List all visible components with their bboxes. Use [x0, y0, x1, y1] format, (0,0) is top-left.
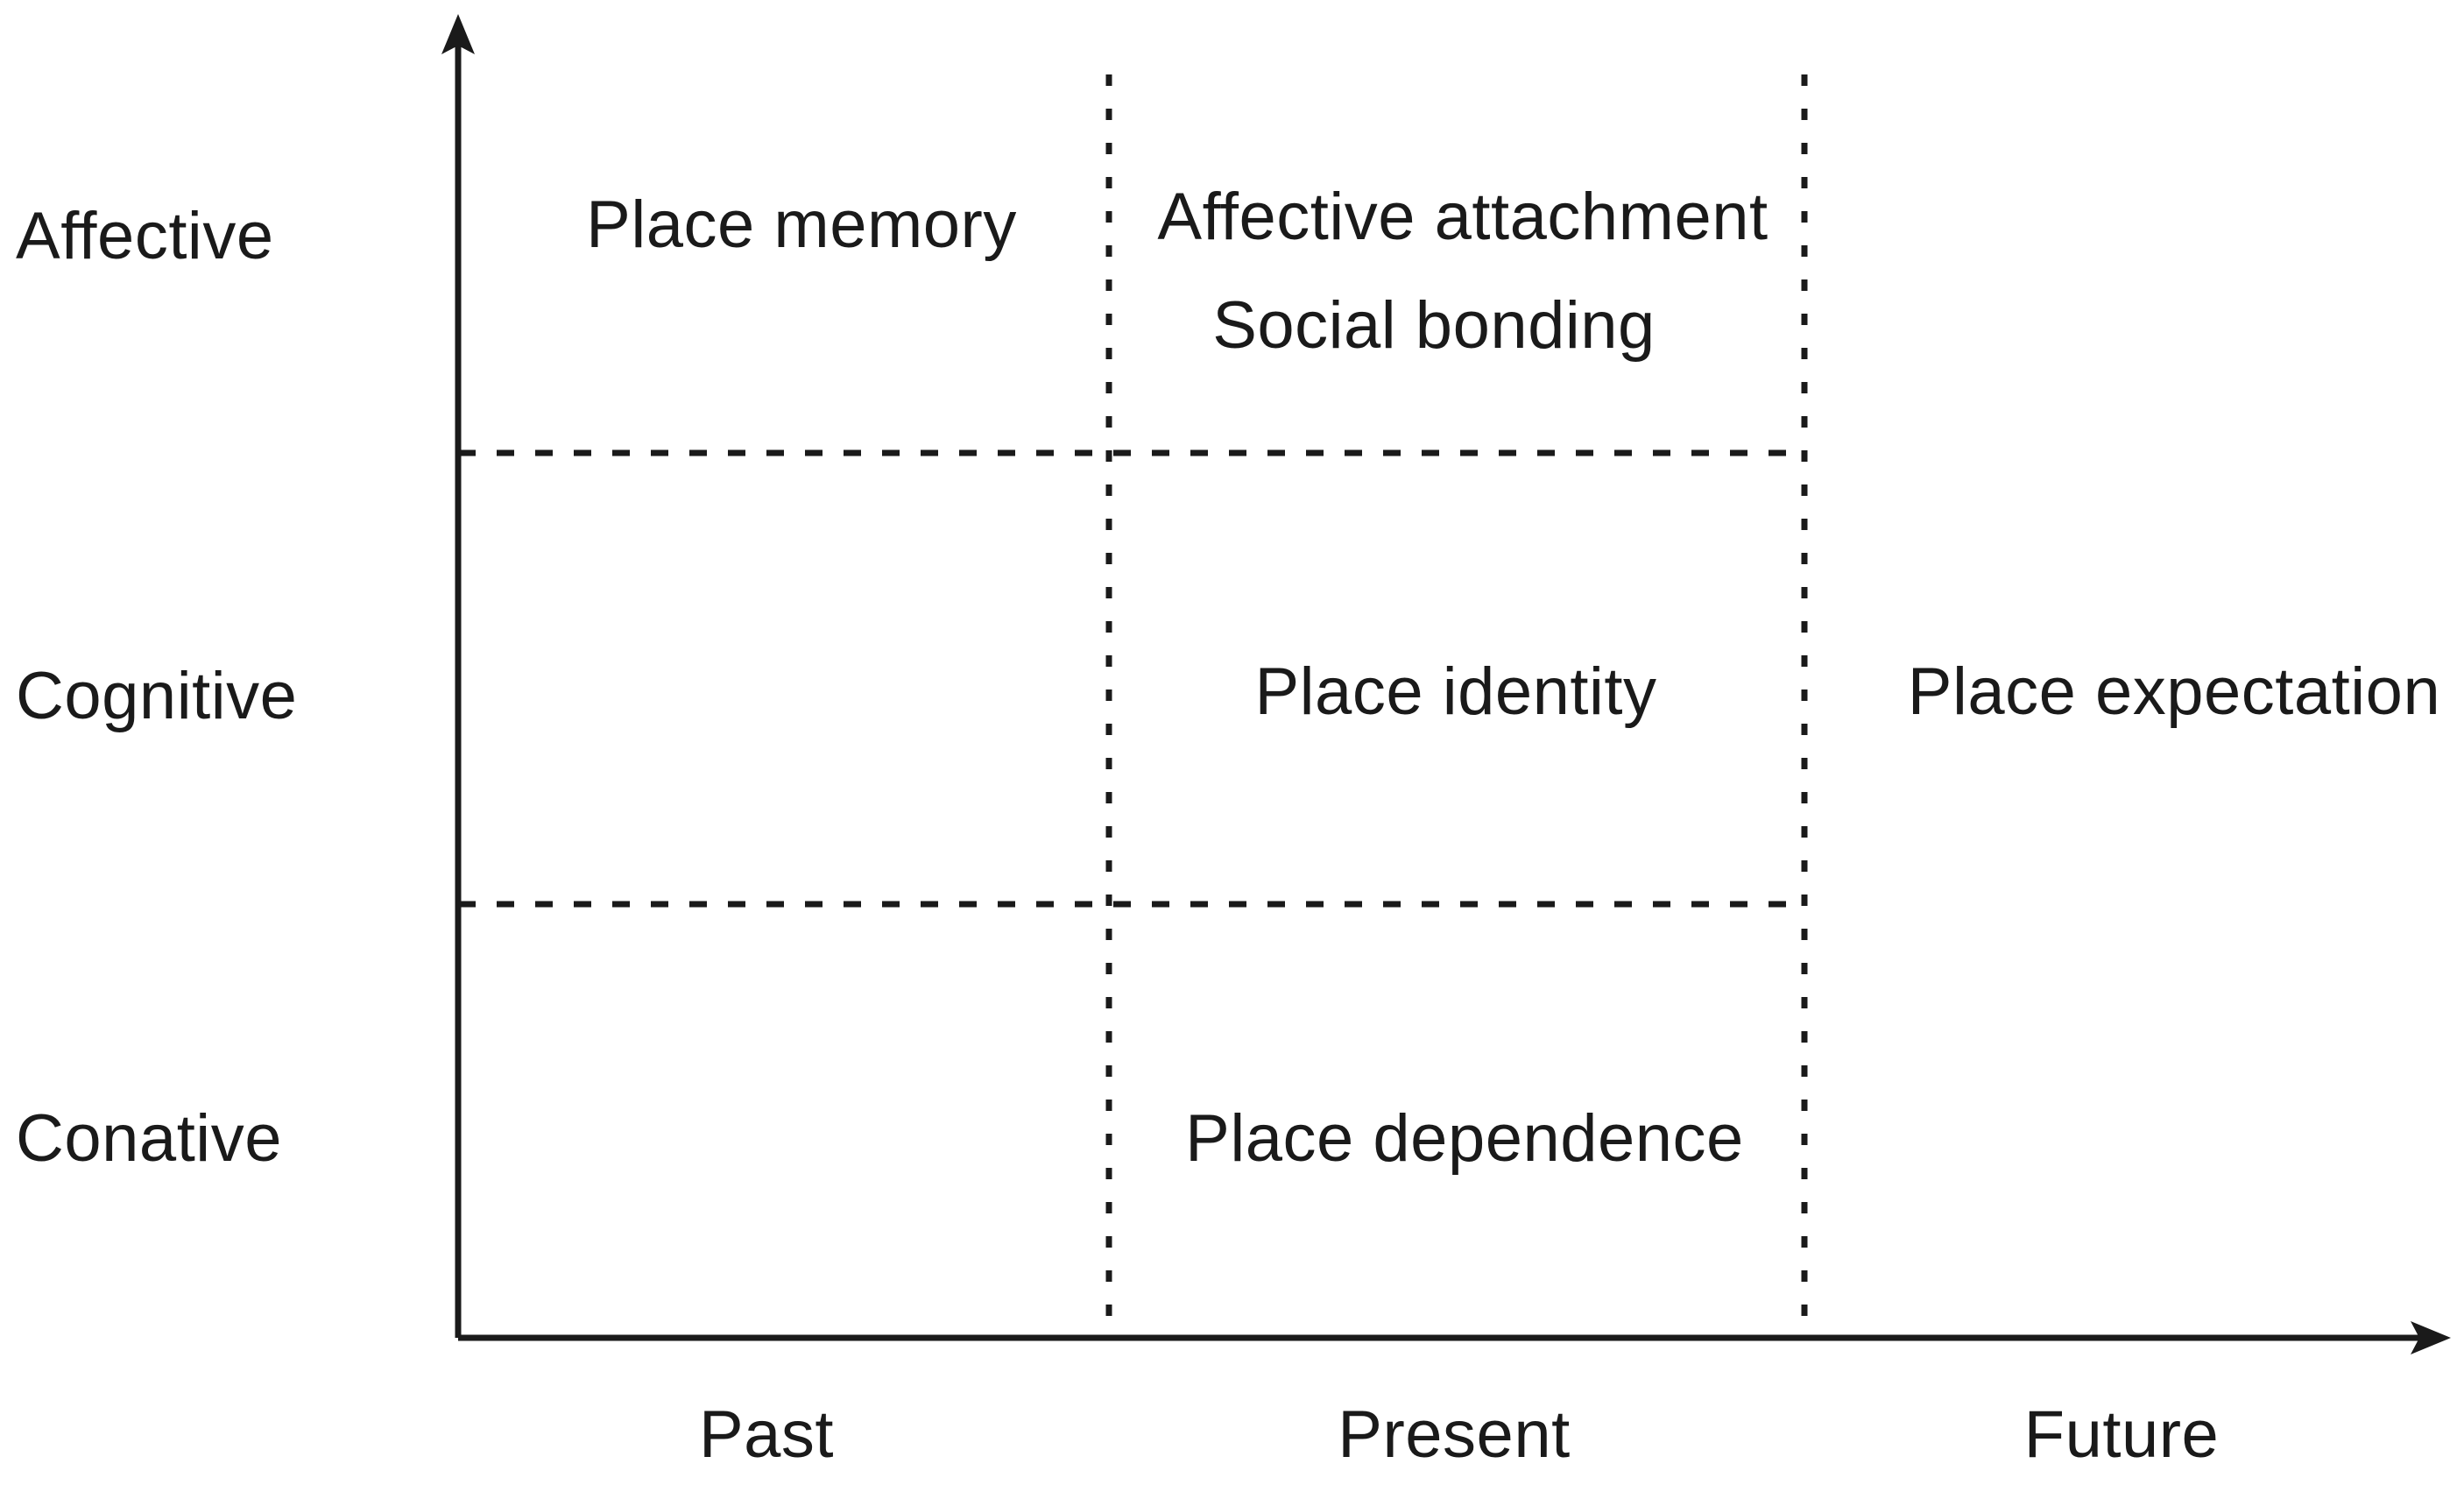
- x-axis-label-past: Past: [698, 1397, 835, 1473]
- x-axis-label-present: Present: [1338, 1397, 1571, 1473]
- x-axis-arrowhead: [2411, 1321, 2451, 1354]
- cell-term-affective-attachment: Affective attachment: [1157, 180, 1769, 255]
- cell-term-place-expectation: Place expectation: [1907, 654, 2441, 730]
- y-axis-label-conative: Conative: [16, 1101, 282, 1177]
- y-axis-label-affective: Affective: [16, 199, 274, 274]
- y-axis-arrowhead: [441, 14, 475, 54]
- x-axis-line: [458, 1321, 2451, 1354]
- cell-term-place-memory: Place memory: [586, 187, 1017, 263]
- y-axis-label-cognitive: Cognitive: [16, 659, 298, 734]
- cell-term-social-bonding: Social bonding: [1212, 288, 1656, 364]
- y-axis-line: [441, 14, 475, 1338]
- x-axis-label-future: Future: [2023, 1397, 2220, 1473]
- cell-term-place-dependence: Place dependence: [1185, 1101, 1744, 1177]
- cell-term-place-identity: Place identity: [1254, 654, 1657, 730]
